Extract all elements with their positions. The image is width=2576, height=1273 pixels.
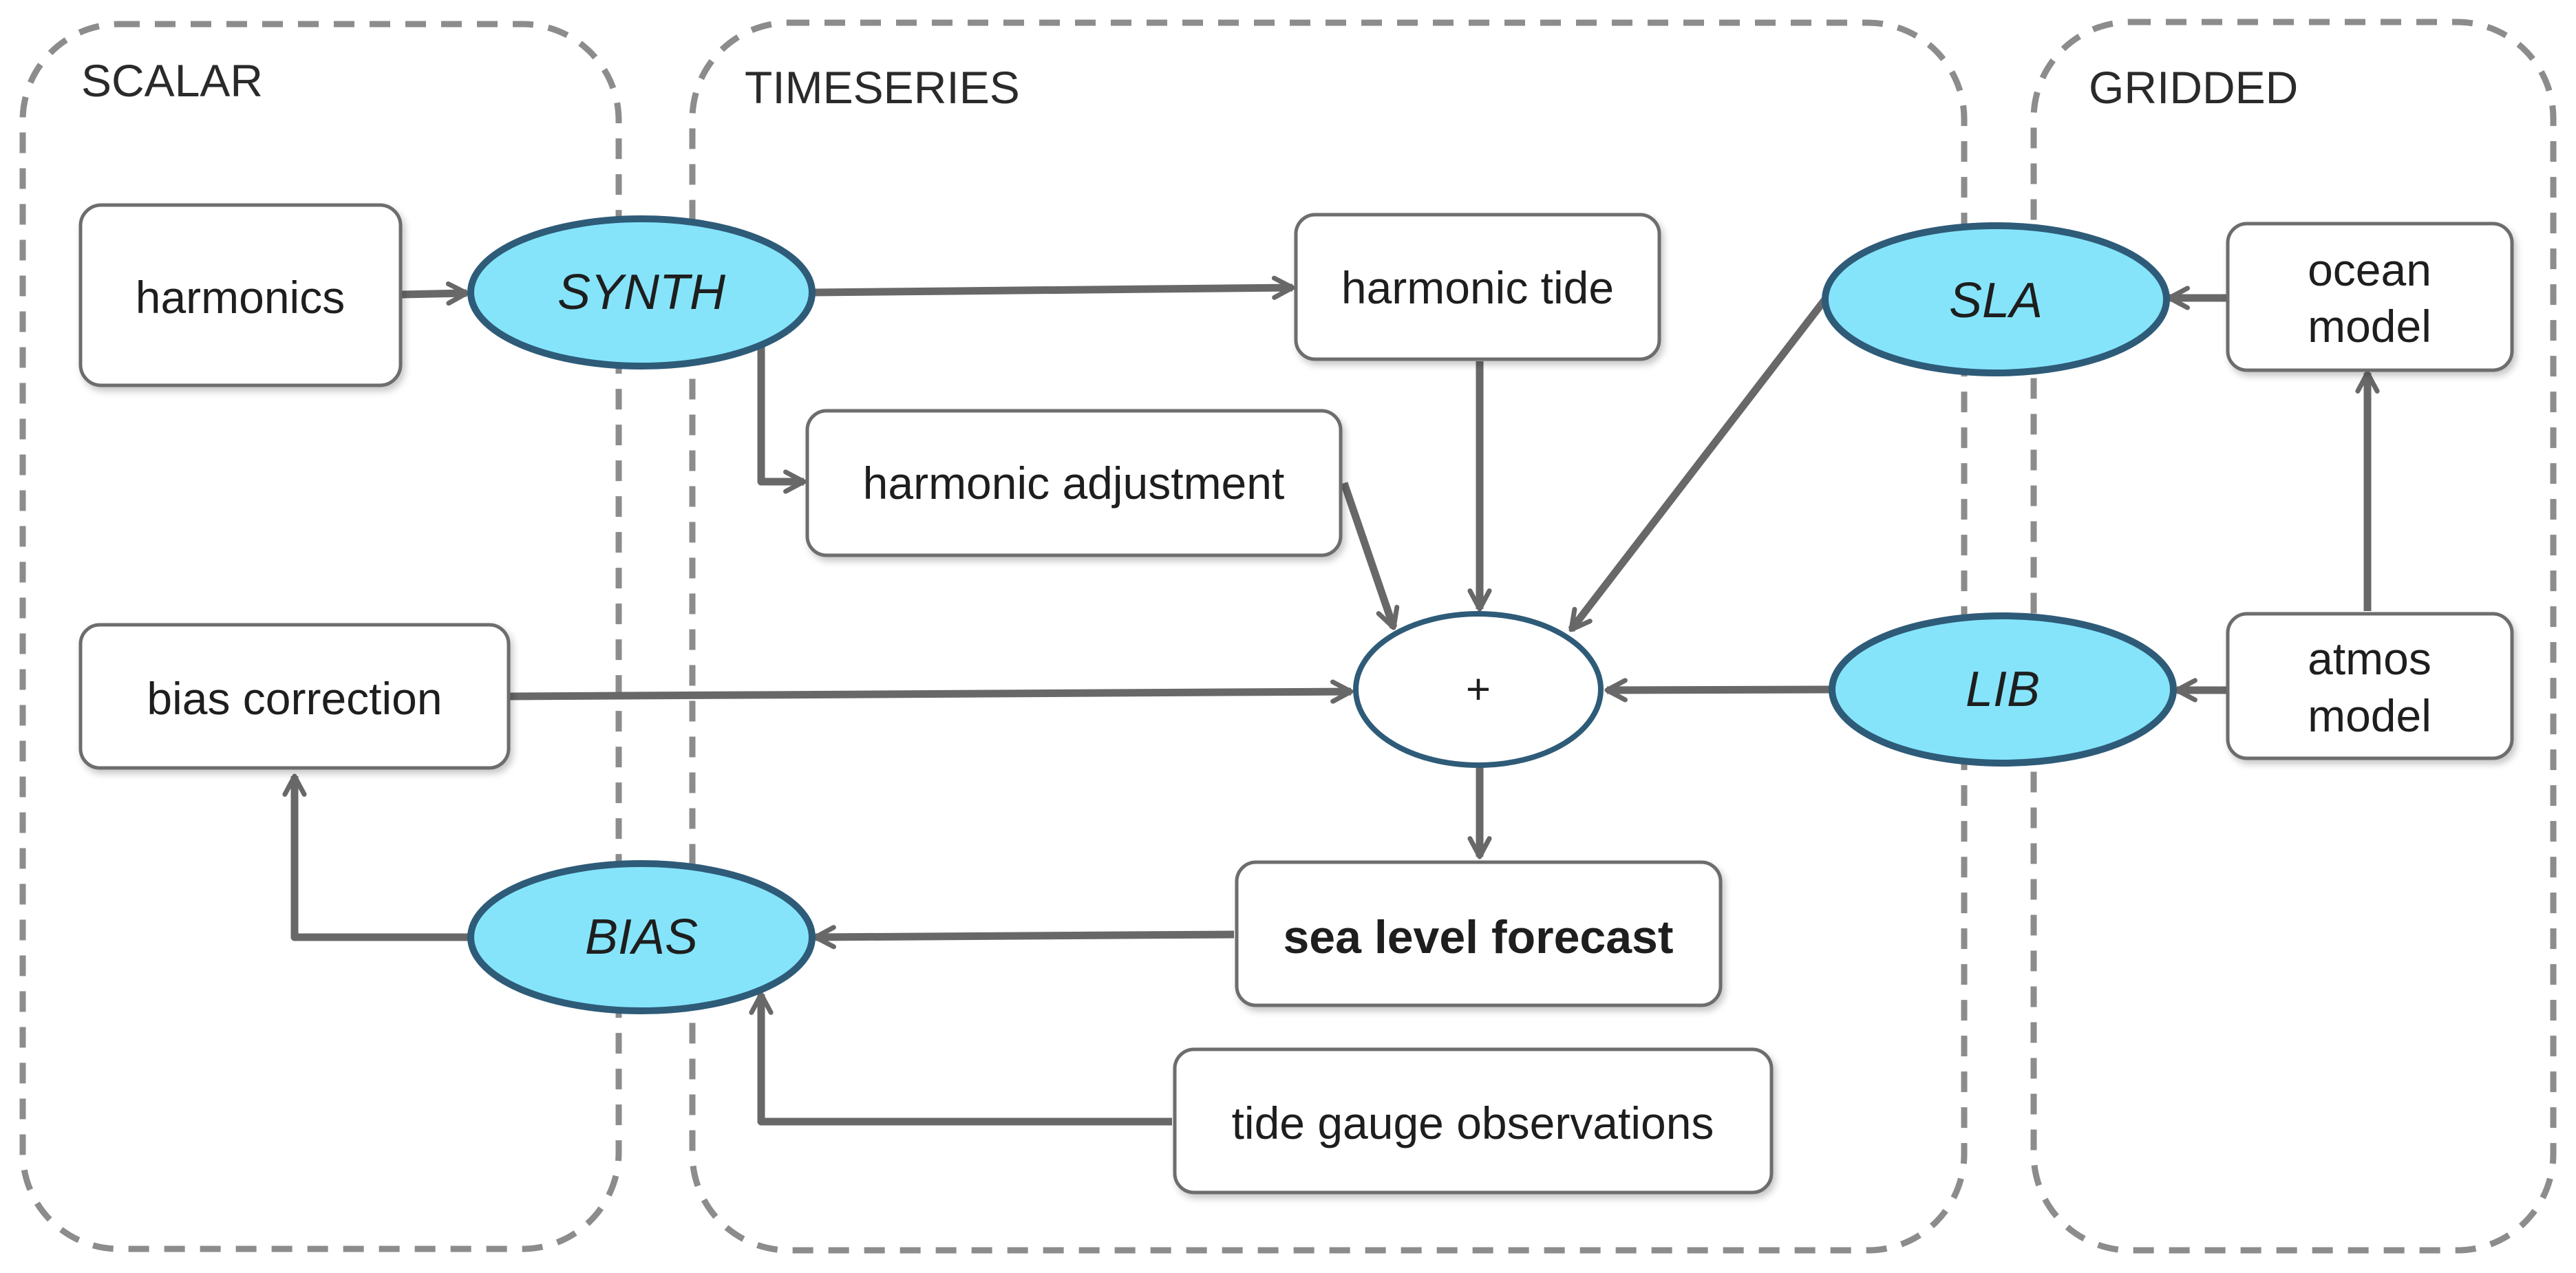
node-sea-level-forecast[interactable]: sea level forecast xyxy=(1235,860,1723,1007)
process-bias[interactable]: BIAS xyxy=(467,860,816,1014)
edge-bias-correction-to-sum xyxy=(509,679,1354,704)
edge-tide-gauge-observations-to-bias xyxy=(749,992,1172,1126)
edge-synth-to-harmonic-adjustment xyxy=(757,344,807,494)
region-scalar: SCALAR xyxy=(19,21,622,1252)
edge-sla-to-sum xyxy=(1568,297,1829,632)
node-harmonics-label: harmonics xyxy=(136,272,345,323)
region-label-timeseries: TIMESERIES xyxy=(745,62,1020,113)
edge-synth-to-harmonic-tide xyxy=(813,275,1295,300)
node-tide-gauge-observations[interactable]: tide gauge observations xyxy=(1173,1047,1774,1195)
edge-harmonics-to-synth xyxy=(401,281,469,306)
node-harmonic-tide[interactable]: harmonic tide xyxy=(1294,213,1661,361)
region-label-scalar: SCALAR xyxy=(81,55,263,106)
node-atmos-model-label-line-2: model xyxy=(2308,690,2431,741)
node-harmonics[interactable]: harmonics xyxy=(78,203,403,387)
connectors xyxy=(282,275,2380,1126)
sum-node-label: + xyxy=(1466,666,1491,714)
process-synth[interactable]: SYNTH xyxy=(467,215,816,370)
node-ocean-model-label-line-1: ocean xyxy=(2308,244,2431,295)
edge-lib-to-sum xyxy=(1604,678,1833,703)
node-harmonic-adjustment-label: harmonic adjustment xyxy=(863,458,1285,509)
node-bias-correction-label: bias correction xyxy=(147,673,442,724)
node-tide-gauge-observations-label: tide gauge observations xyxy=(1232,1098,1714,1148)
node-atmos-model-label-line-1: atmos xyxy=(2308,633,2431,684)
process-lib-label: LIB xyxy=(1966,662,2040,717)
node-atmos-model[interactable]: atmos model xyxy=(2226,612,2514,760)
process-sla-label: SLA xyxy=(1949,273,2043,328)
process-bias-label: BIAS xyxy=(585,910,698,965)
node-bias-correction[interactable]: bias correction xyxy=(78,623,511,770)
node-sea-level-forecast-label: sea level forecast xyxy=(1283,911,1673,963)
edge-sea-level-forecast-to-bias xyxy=(813,925,1235,950)
node-harmonic-tide-label: harmonic tide xyxy=(1341,262,1614,313)
edge-bias-to-bias-correction xyxy=(282,773,470,941)
sum-node[interactable]: + xyxy=(1353,611,1604,768)
node-harmonic-adjustment[interactable]: harmonic adjustment xyxy=(805,409,1343,557)
node-ocean-model[interactable]: ocean model xyxy=(2226,222,2514,372)
region-timeseries: TIMESERIES xyxy=(689,19,1968,1254)
region-label-gridded: GRIDDED xyxy=(2089,62,2298,113)
edge-harmonic-adjustment-to-sum xyxy=(1340,482,1400,630)
process-sla[interactable]: SLA xyxy=(1822,222,2170,376)
node-ocean-model-label-line-2: model xyxy=(2308,301,2431,352)
process-lib[interactable]: LIB xyxy=(1829,612,2177,767)
process-synth-label: SYNTH xyxy=(557,265,726,320)
